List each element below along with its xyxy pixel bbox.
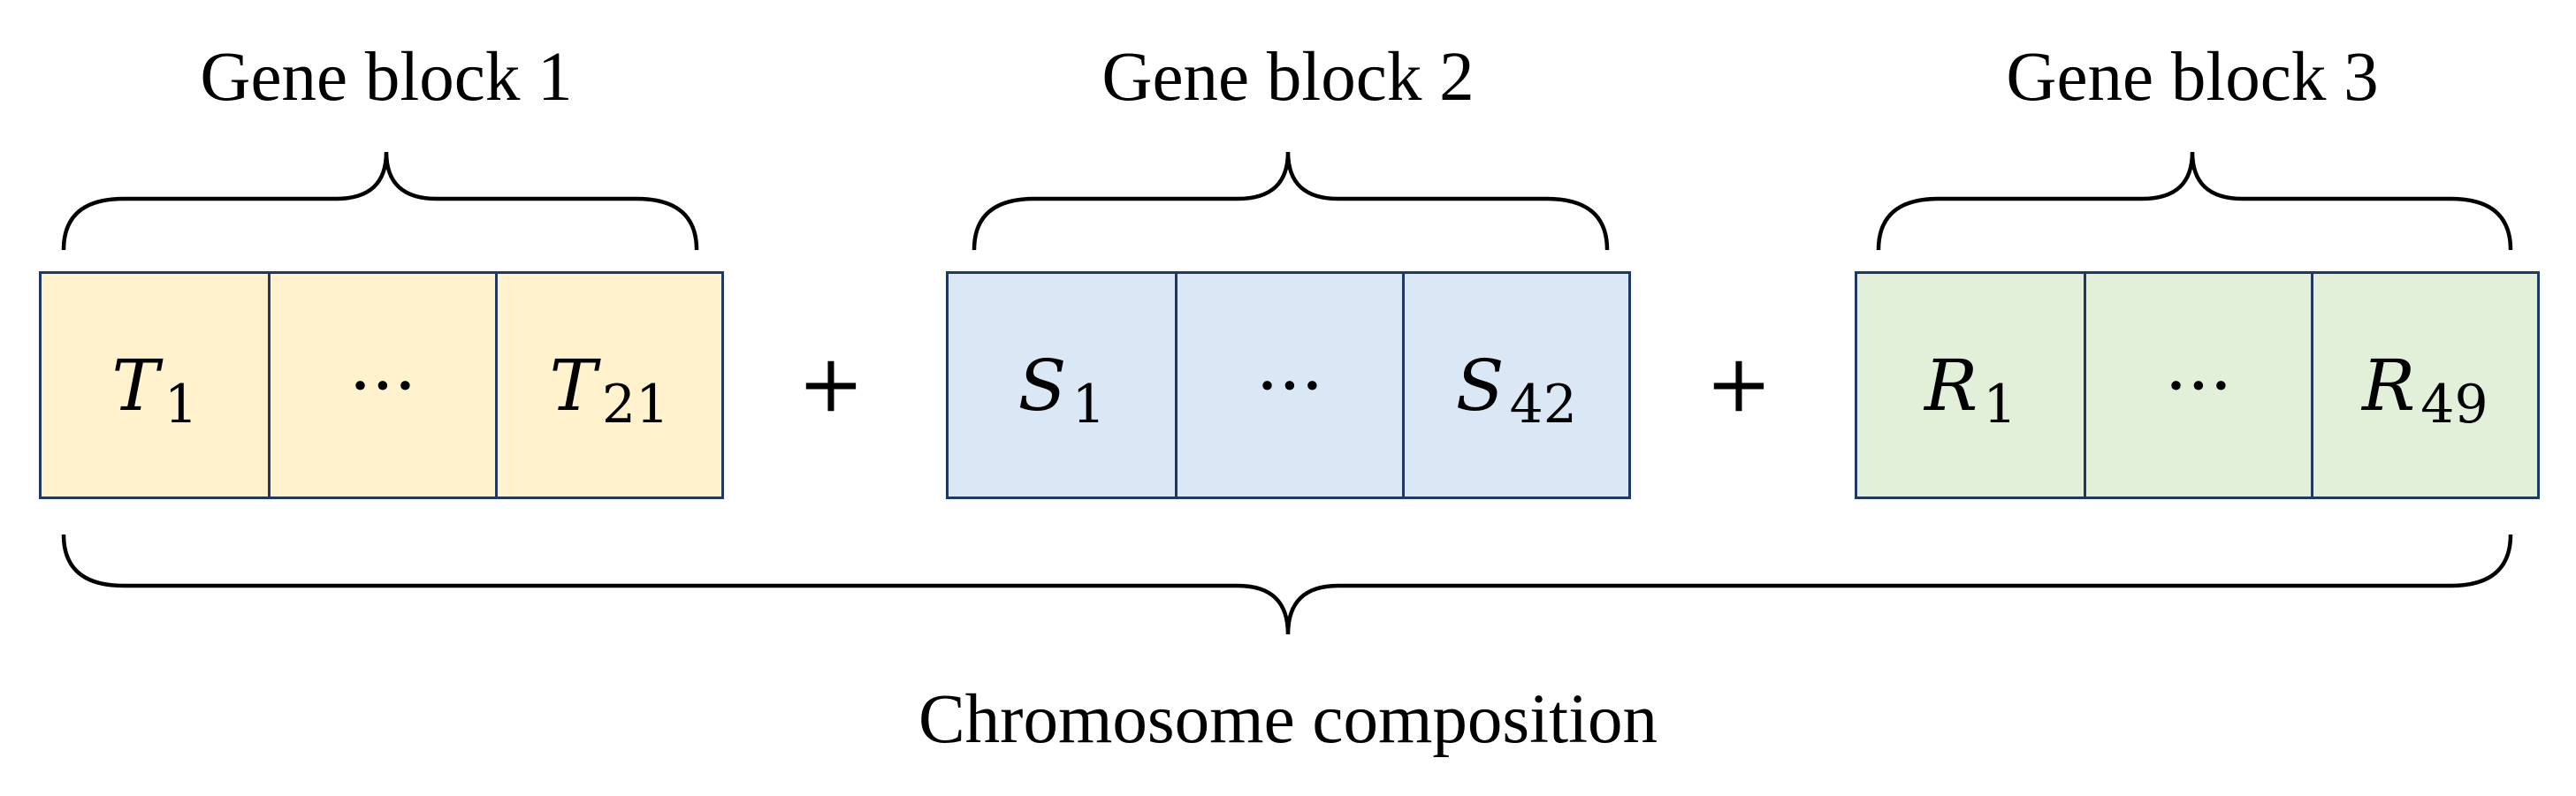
gene-cell-ellipsis: ··· (2084, 274, 2311, 497)
gene-cell-ellipsis: ··· (268, 274, 495, 497)
chromosome-composition-label: Chromosome composition (918, 681, 1658, 758)
brace-block-2 (972, 151, 1610, 251)
plus-operator-2: + (1705, 337, 1772, 430)
block-title-3: Gene block 3 (2006, 39, 2379, 116)
plus-operator-1: + (797, 337, 865, 430)
block-title-1: Gene block 1 (200, 39, 573, 116)
brace-block-1 (61, 151, 699, 251)
brace-block-3 (1876, 151, 2513, 251)
brace-chromosome (61, 534, 2513, 635)
gene-cell-ellipsis: ··· (1175, 274, 1402, 497)
block-title-2: Gene block 2 (1101, 39, 1475, 116)
